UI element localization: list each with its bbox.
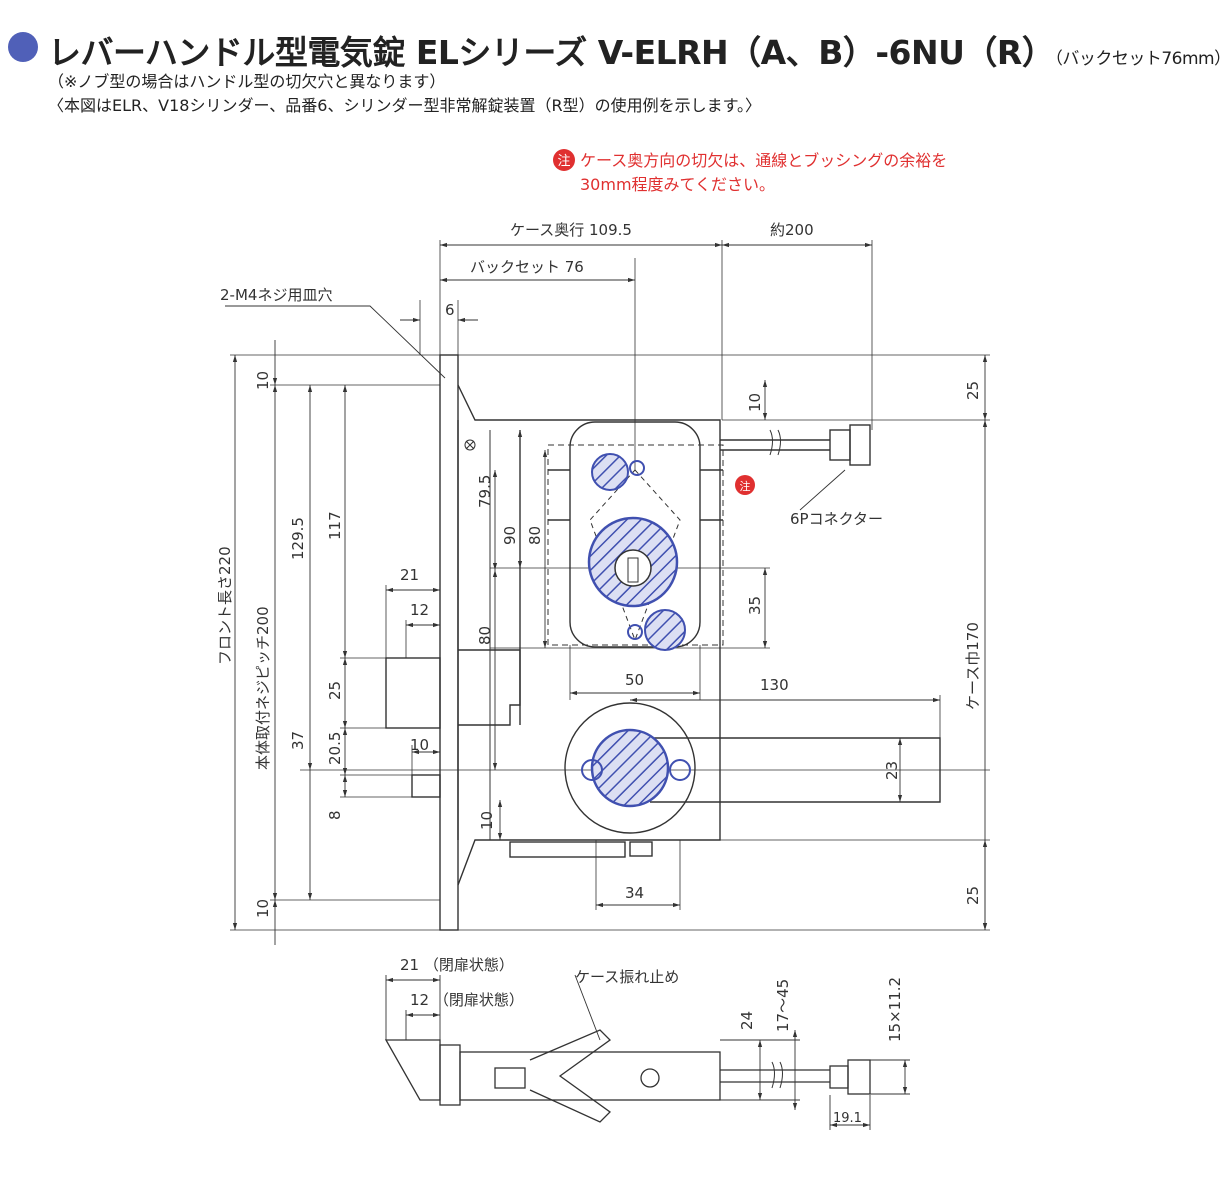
screw-hole-bottom [644,609,686,651]
dim-80-mid: 80 [476,626,494,645]
dim-24: 24 [738,1011,756,1030]
case-bottom [459,1051,721,1101]
dim-79-5: 79.5 [476,475,494,508]
spindle-hole [590,728,670,808]
dim-20-5: 20.5 [326,732,344,765]
label-mount-pitch: 本体取付ネジピッチ200 [254,606,272,770]
svg-text:注: 注 [740,479,751,493]
dim-80-top: 80 [526,526,544,545]
dim-19-1: 19.1 [833,1111,862,1126]
label-front-length: フロント長さ220 [216,546,234,665]
dim-34: 34 [625,884,644,902]
caution-note: 注 ケース奥方向の切欠は、通線とブッシングの余裕を 30mm程度みてください。 [553,149,947,194]
caution-line-1: ケース奥方向の切欠は、通線とブッシングの余裕を [580,151,947,170]
front-plate [439,354,459,931]
latch-bolt [385,657,441,729]
dim-10-case: 10 [478,811,496,830]
main-view [230,240,990,931]
page-title: レバーハンドル型電気錠 ELシリーズ V-ELRH（A、B）-6NU（R）（バッ… [48,33,1231,72]
caution-mark-icon-2 [735,475,755,495]
latch-housing [458,649,521,726]
dim-10-top: 10 [254,371,272,390]
dimension-texts: ケース奥行 109.5 約200 バックセット 76 2-M4ネジ用皿穴 6 6… [216,221,982,918]
dim-10: 10 [410,736,429,754]
swing-stop [529,1029,612,1123]
dim-25-top: 25 [964,381,982,400]
lever-rose [564,702,696,834]
latch-bottom [384,1039,441,1101]
dead-latch [411,774,441,798]
connector-bottom [829,1065,849,1089]
dim-6: 6 [445,301,455,319]
dim-21: 21 [400,566,419,584]
label-case-depth: ケース奥行 109.5 [510,221,632,239]
label-closed-21: 21 （閉扉状態） [400,956,514,974]
dim-50: 50 [625,671,644,689]
caution-mark: 注 [557,154,570,169]
title-note: （バックセット76mm） [1054,49,1231,69]
bottom-bracket [509,841,626,858]
dim-129-5: 129.5 [289,517,307,560]
label-closed-12: 12 （閉扉状態） [410,991,524,1009]
dim-37: 37 [289,731,307,750]
dim-8: 8 [326,810,344,820]
dim-90: 90 [501,526,519,545]
label-screw-holes: 2-M4ネジ用皿穴 [220,286,332,304]
screw-hole-top [591,453,629,491]
caution-mark-icon [553,149,575,171]
dimension-lines [225,242,988,945]
bottom-view [384,974,910,1130]
dim-25: 25 [326,681,344,700]
dim-12: 12 [410,601,429,619]
dim-23: 23 [883,761,901,780]
lock-case [457,384,721,886]
bullet-icon [8,32,38,62]
dim-35: 35 [746,596,764,615]
bottom-view-texts: 21 （閉扉状態） 12 （閉扉状態） ケース振れ止め 19.1 24 17〜4… [400,956,904,1126]
dim-130: 130 [760,676,789,694]
keyhole-icon [614,549,652,587]
label-swing-stop: ケース振れ止め [575,968,679,986]
dim-117: 117 [326,511,344,540]
dim-17-45: 17〜45 [774,979,792,1032]
cutout-dashed [547,444,724,646]
caution-line-2: 30mm程度みてください。 [580,175,775,194]
label-case-width: ケース巾170 [964,622,982,710]
dim-15x11-2: 15×11.2 [886,977,904,1042]
note-example: 〈本図はELR、V18シリンダー、品番6、シリンダー型非常解錠装置（R型）の使用… [48,96,761,115]
label-connector: 6Pコネクター [790,510,883,528]
connector-6p [829,429,851,461]
dim-10-bottom: 10 [254,899,272,918]
label-backset: バックセット 76 [470,258,584,276]
dim-25-bottom: 25 [964,886,982,905]
note-knob: （※ノブ型の場合はハンドル型の切欠穴と異なります） [48,72,446,91]
header: レバーハンドル型電気錠 ELシリーズ V-ELRH（A、B）-6NU（R）（バッ… [0,0,1231,120]
cylinder-group: 注 [464,439,755,808]
dim-10-conn: 10 [746,393,764,412]
label-approx200: 約200 [770,221,814,239]
lock-technical-drawing: 注 ケース奥方向の切欠は、通線とブッシングの余裕を 30mm程度みてください。 [216,149,990,1130]
